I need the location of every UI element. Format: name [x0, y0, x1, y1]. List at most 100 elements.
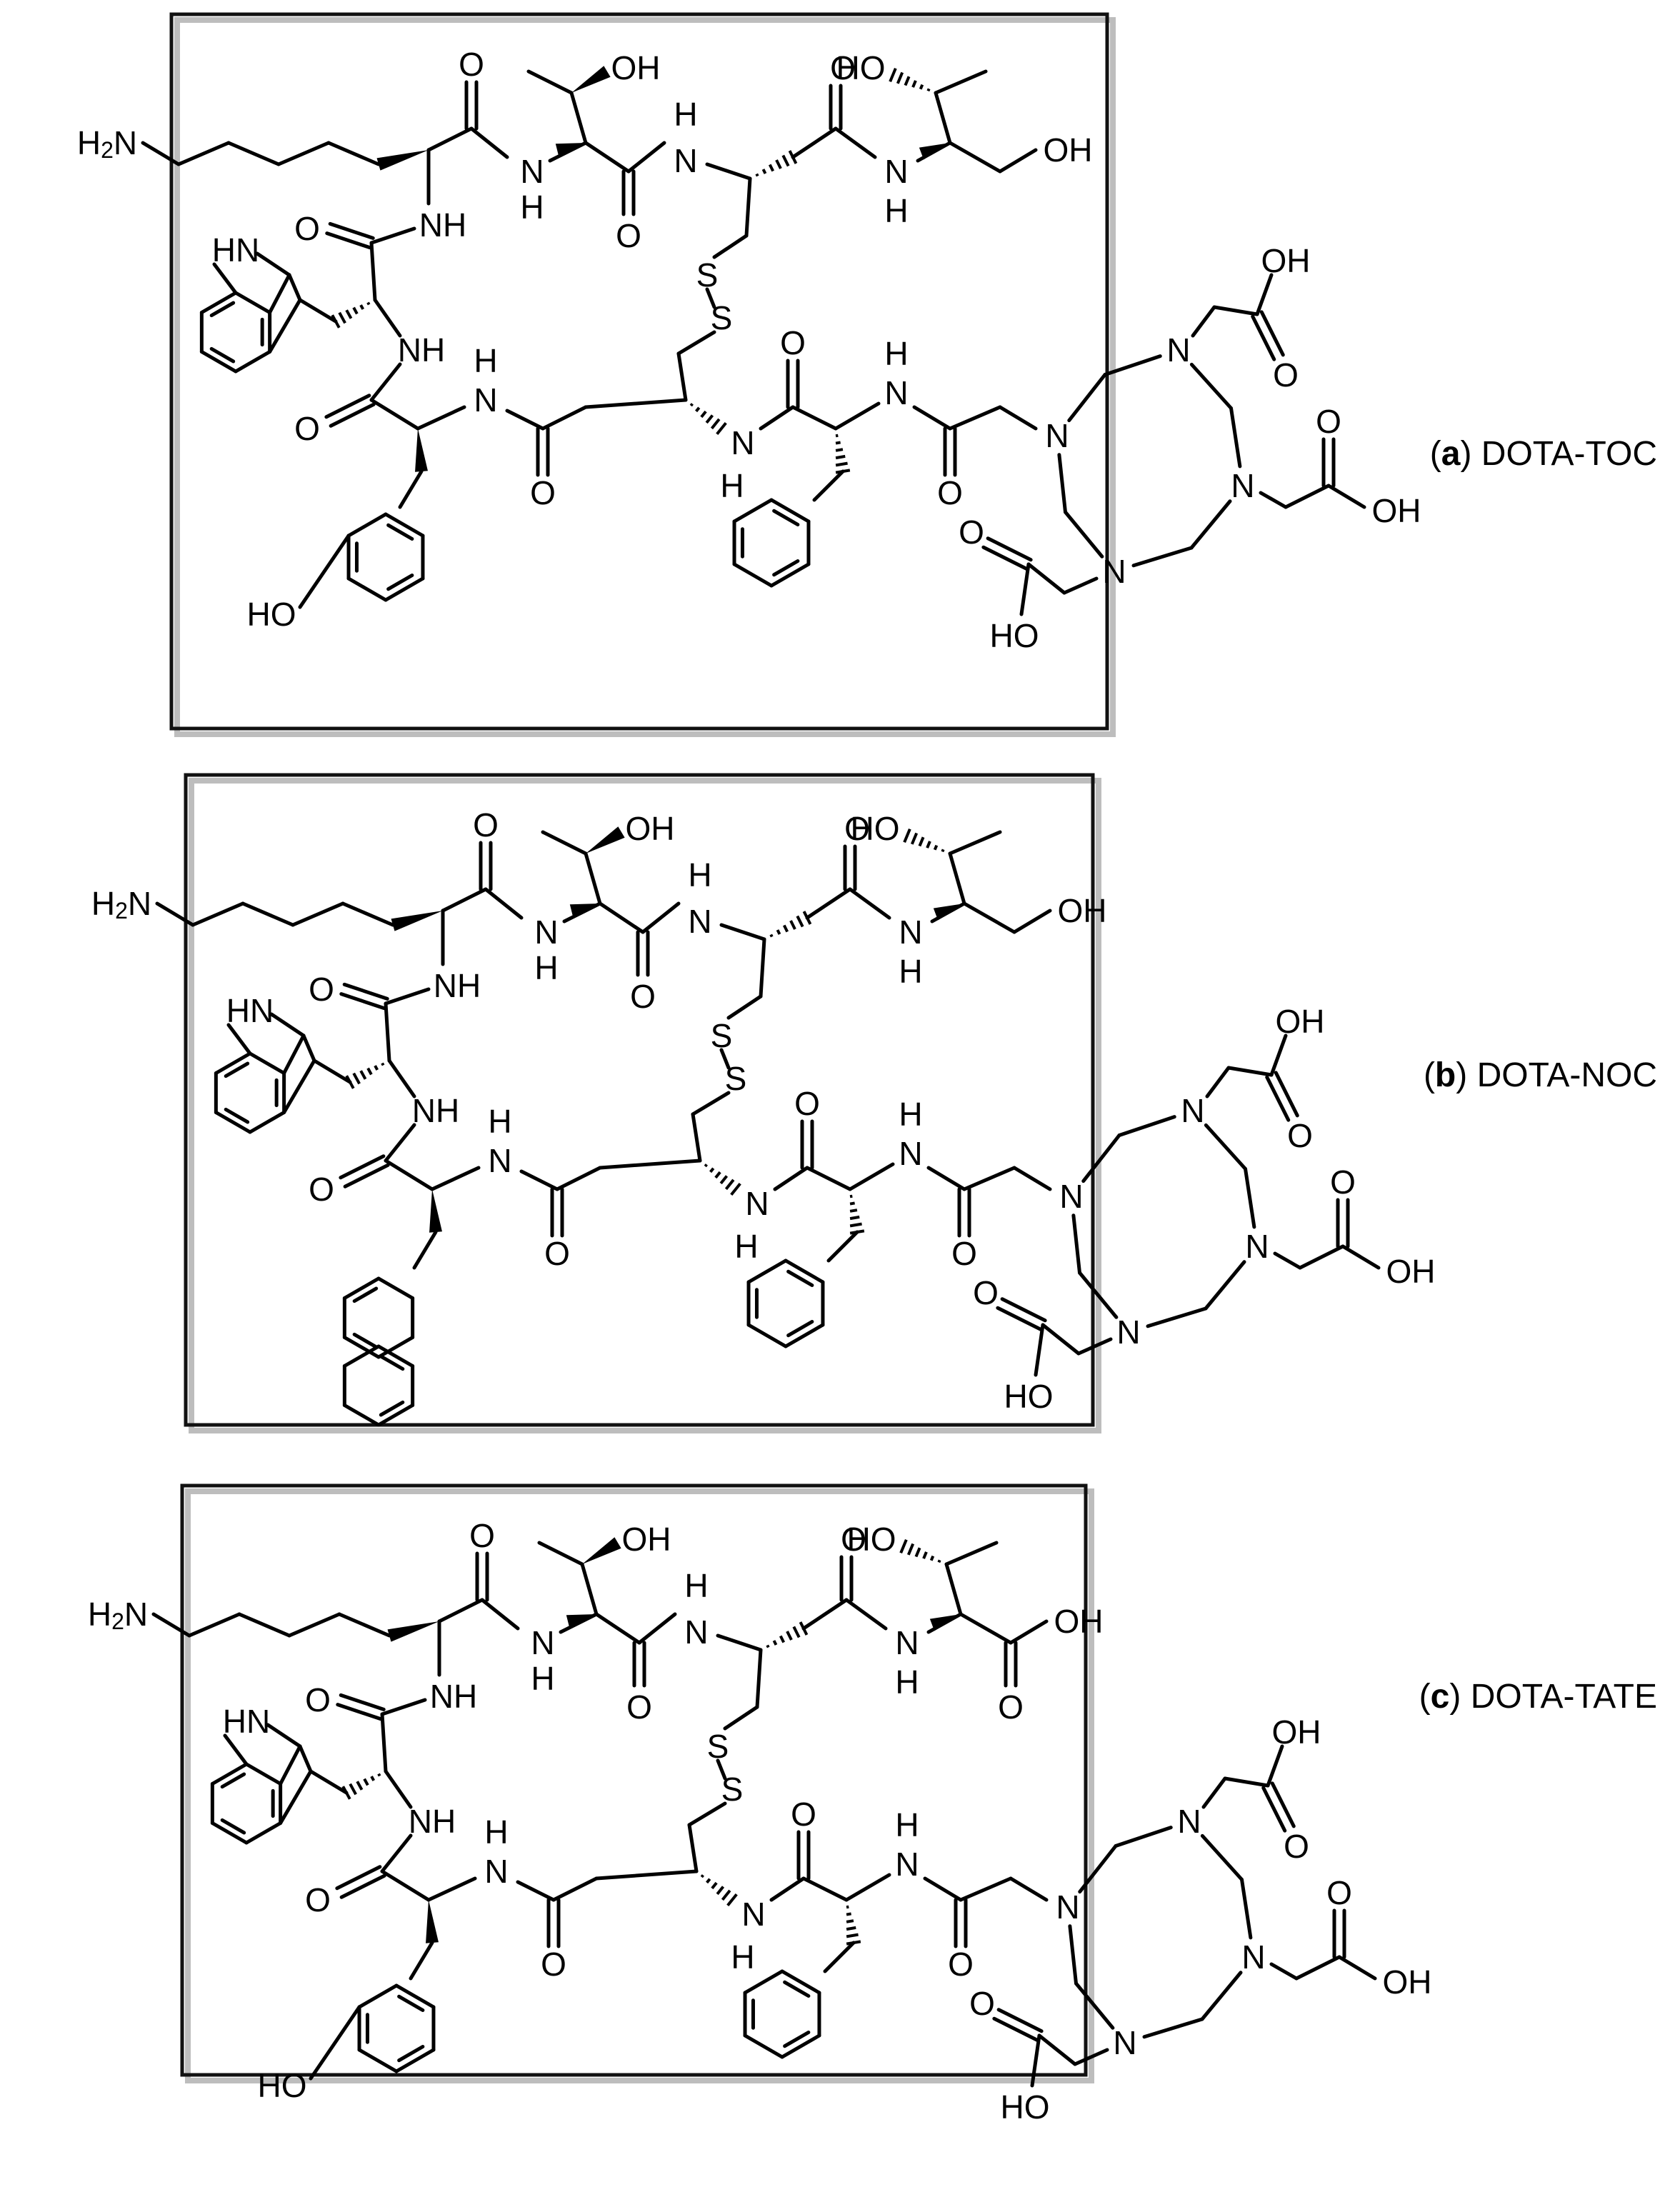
bond	[291, 901, 345, 927]
ring-bond	[769, 498, 811, 524]
bond	[266, 1723, 302, 1748]
bond	[934, 91, 952, 145]
amide-hydrogen: H	[688, 856, 711, 894]
aromatic-inner-bond	[220, 1772, 246, 1789]
wedge-bond	[571, 66, 611, 93]
bond	[380, 1712, 388, 1773]
aromatic-inner-bond	[786, 1269, 814, 1287]
amide-nitrogen: N	[895, 1624, 919, 1661]
carbonyl-oxygen: O	[544, 1235, 570, 1272]
naphthalene-ring	[342, 1276, 415, 1359]
amide-nh: NH	[430, 1678, 477, 1715]
amide-nitrogen: N	[474, 381, 497, 419]
bond	[801, 1598, 849, 1631]
amide-hydrogen: H	[484, 1813, 508, 1851]
amide-hydrogen: H	[884, 192, 908, 229]
bond	[1294, 1955, 1341, 1981]
indole-nh: HN	[212, 231, 259, 269]
bond	[598, 901, 645, 934]
bond	[641, 901, 681, 934]
bond	[687, 1801, 727, 1827]
amide-nh: NH	[434, 967, 481, 1004]
carbonyl-oxygen: O	[469, 1517, 495, 1554]
ring-bond	[357, 2048, 399, 2073]
ring-bond	[780, 2033, 821, 2059]
acid-hydroxyl: OH	[1272, 1713, 1321, 1751]
bond	[1269, 1962, 1299, 1981]
bond	[712, 234, 749, 259]
ring-bond	[732, 498, 774, 524]
bond	[155, 901, 195, 927]
ring-bond	[234, 350, 272, 374]
amide-nitrogen: N	[534, 914, 558, 951]
bond	[341, 901, 395, 927]
bond	[944, 1562, 963, 1616]
acid-hydroxyl: OH	[1261, 242, 1311, 279]
bond	[844, 1873, 891, 1902]
bond	[1191, 305, 1216, 338]
carbonyl-oxygen: O	[937, 474, 963, 511]
bond	[1034, 1323, 1045, 1377]
acid-oxygen: O	[1273, 356, 1299, 394]
bond	[516, 1880, 556, 1902]
aromatic-inner-bond	[209, 346, 236, 364]
double-bond	[325, 231, 372, 250]
bond	[691, 1112, 702, 1163]
carbonyl-oxygen: O	[541, 1946, 566, 1983]
bond	[580, 1562, 599, 1616]
amide-hydrogen: H	[895, 1806, 919, 1843]
aromatic-inner-bond	[379, 1400, 405, 1417]
amine-label: H2N	[88, 1596, 148, 1634]
structure-panel-c: H2NONHOHONHONHHOOOHSSNHOHNNHOHONHONHONHO…	[88, 1483, 1657, 2126]
amide-hydrogen: H	[720, 467, 744, 504]
double-bond	[981, 545, 1029, 571]
carbonyl-oxygen: O	[473, 806, 499, 844]
bond	[626, 141, 666, 174]
bond	[1142, 2017, 1204, 2039]
panel-caption-a: (a) DOTA-TOC	[1430, 435, 1657, 473]
wedge-bond	[429, 1189, 442, 1233]
bond	[1026, 562, 1066, 595]
bond	[1062, 576, 1099, 595]
double-bond	[339, 1154, 386, 1180]
bond	[948, 141, 1002, 174]
amide-nitrogen: N	[674, 142, 697, 179]
panel-caption-b: (b) DOTA-NOC	[1424, 1056, 1657, 1094]
bond	[834, 401, 881, 431]
sulfur-atom: S	[711, 299, 733, 336]
dota-nitrogen: N	[1181, 1092, 1204, 1129]
hashed-wedge-bond	[341, 1773, 381, 1800]
acid-hydroxyl: HO	[1004, 1378, 1054, 1415]
bond	[1266, 1744, 1284, 1788]
bond	[1037, 2033, 1077, 2066]
bond	[555, 1166, 602, 1191]
phenol-hydroxyl: HO	[247, 596, 296, 633]
bond	[505, 409, 545, 431]
bond	[962, 1166, 1016, 1191]
terminus-hydroxyl: HO	[836, 49, 886, 86]
ring-bond	[210, 1762, 249, 1786]
dota-nitrogen: N	[1166, 331, 1190, 369]
bond	[569, 91, 588, 145]
amide-hydrogen: H	[684, 1567, 708, 1604]
hashed-wedge-bond	[766, 1621, 809, 1648]
bond	[559, 1612, 599, 1634]
bond	[373, 298, 402, 338]
carbonyl-oxygen: O	[530, 474, 556, 511]
bond	[1019, 562, 1031, 616]
bond	[773, 1166, 809, 1191]
bond	[437, 1598, 484, 1623]
wedge-bond	[566, 1614, 596, 1628]
bond	[276, 141, 331, 166]
hashed-wedge-bond	[345, 1062, 385, 1089]
threonine-hydroxyl: OH	[611, 49, 661, 86]
bond	[948, 830, 1002, 856]
dota-nitrogen: N	[1241, 1938, 1265, 1976]
dota-nitrogen: N	[1045, 417, 1069, 454]
amide-hydrogen: H	[674, 96, 697, 133]
ring-bond	[769, 562, 811, 588]
bond	[1009, 1619, 1049, 1645]
acid-oxygen: O	[1287, 1117, 1313, 1154]
bond	[279, 1744, 302, 1786]
